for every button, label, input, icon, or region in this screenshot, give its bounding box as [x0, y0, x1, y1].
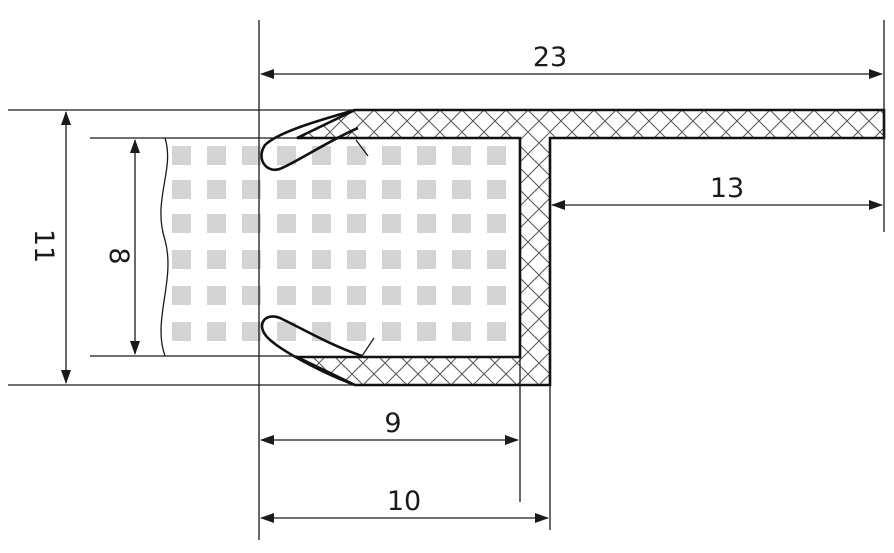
insert-dot	[277, 214, 296, 233]
insert-dot	[417, 180, 436, 199]
insert-dot	[277, 146, 296, 165]
insert-dot	[382, 286, 401, 305]
insert-dot	[452, 250, 471, 269]
insert-dot	[452, 214, 471, 233]
insert-dot	[452, 180, 471, 199]
insert-dot	[382, 146, 401, 165]
insert-panel	[160, 137, 520, 357]
insert-dot	[452, 286, 471, 305]
insert-dot	[347, 180, 366, 199]
insert-dot	[242, 250, 261, 269]
insert-dot	[172, 286, 191, 305]
insert-dot	[452, 146, 471, 165]
insert-dot	[417, 250, 436, 269]
insert-dot	[242, 286, 261, 305]
insert-dot	[347, 286, 366, 305]
insert-dot	[347, 146, 366, 165]
insert-dot	[382, 322, 401, 341]
insert-dot	[242, 180, 261, 199]
insert-dot	[242, 146, 261, 165]
insert-dot	[207, 214, 226, 233]
insert-dot	[347, 250, 366, 269]
insert-dot	[417, 286, 436, 305]
insert-dot	[487, 180, 506, 199]
insert-dot	[207, 286, 226, 305]
insert-dot	[172, 322, 191, 341]
dim-overall-height: 11	[28, 229, 59, 263]
dim-inner-depth: 9	[384, 408, 401, 439]
insert-dot	[277, 286, 296, 305]
insert-dot	[382, 180, 401, 199]
insert-dot	[312, 286, 331, 305]
insert-dot	[277, 180, 296, 199]
dim-outer-depth: 10	[387, 486, 421, 517]
insert-dot	[312, 180, 331, 199]
insert-dot	[172, 250, 191, 269]
insert-dot	[277, 250, 296, 269]
insert-dot	[487, 250, 506, 269]
insert-dot	[172, 214, 191, 233]
insert-dot	[382, 250, 401, 269]
dim-overall-width: 23	[533, 42, 567, 73]
insert-dot	[207, 146, 226, 165]
insert-dot	[277, 322, 296, 341]
insert-dot	[452, 322, 471, 341]
insert-dot	[312, 146, 331, 165]
extension-lines	[8, 20, 885, 540]
insert-dot	[417, 146, 436, 165]
insert-dot	[487, 322, 506, 341]
upper-lip	[260, 108, 359, 171]
insert-dot	[207, 322, 226, 341]
insert-dot	[347, 214, 366, 233]
insert-dot	[207, 180, 226, 199]
dim-insert-height: 8	[103, 247, 134, 264]
insert-dot	[417, 214, 436, 233]
insert-dot	[242, 322, 261, 341]
insert-dot	[242, 214, 261, 233]
insert-dot	[172, 146, 191, 165]
insert-dot	[312, 214, 331, 233]
insert-dot	[347, 322, 366, 341]
insert-dot	[417, 322, 436, 341]
dimension-lines	[61, 69, 883, 523]
insert-dot	[487, 286, 506, 305]
dim-flange-width: 13	[710, 173, 744, 204]
insert-dot	[487, 146, 506, 165]
insert-dot	[382, 214, 401, 233]
insert-dot	[207, 250, 226, 269]
insert-dot	[312, 250, 331, 269]
insert-dot	[487, 214, 506, 233]
lower-lip	[260, 315, 363, 387]
insert-dot	[172, 180, 191, 199]
